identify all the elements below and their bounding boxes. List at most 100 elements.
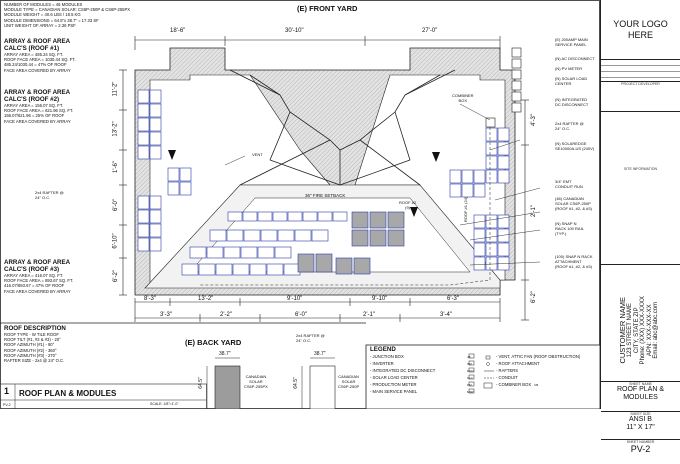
legend-text: - PRODUCTION METER: [370, 382, 417, 387]
callout-pv-meter: (N) PV METER: [555, 66, 583, 71]
solar-module: [283, 263, 301, 276]
note-line: 485.24/1030.44 = 47% OF ROOF: [4, 62, 67, 68]
note-line: ROOF FACE AREA = 1030.44 SQ. FT.: [4, 57, 76, 63]
solar-module: [179, 167, 192, 182]
note-line: ROOF AZIMUTH (#2) - 360°: [4, 347, 57, 353]
callout-line: (24): [463, 196, 469, 204]
note-line: MODULE TYPE = CANADIAN SOLAR: CS6P-250P …: [4, 7, 131, 13]
solar-module: [297, 253, 315, 273]
rafter-note-line: 2x4 RAFTER @: [555, 121, 584, 126]
customer-box: CUSTOMER NAME 123 STREET NAME CITY, STAT…: [601, 265, 680, 382]
view-scale: SCALE: 1/8"=1'-0": [150, 402, 179, 406]
solar-module: [167, 167, 180, 182]
callout-line: (ROOF #1, #2, & #3): [555, 263, 592, 269]
view-title: ROOF PLAN & MODULES: [19, 389, 117, 398]
callout-line: BOX: [458, 97, 467, 103]
callout-line: CENTER: [555, 80, 572, 86]
dimension-label: 6'-0": [112, 199, 119, 211]
solar-module: [497, 155, 510, 170]
module-a-name: CANADIAN SOLAR CS6P-255PX: [244, 374, 268, 390]
solar-module: [137, 237, 150, 252]
solar-module: [149, 89, 162, 104]
note-line: UNIT WEIGHT OF ARRAY = 2.36 PSF: [4, 22, 76, 28]
solar-module: [226, 229, 244, 242]
module-b-width: 38.7": [314, 351, 326, 357]
ridge-lines: [229, 69, 456, 186]
dimension-label: 11'-2": [112, 81, 119, 97]
logo-box: YOUR LOGO HERE: [601, 0, 680, 60]
dimension-label: 1'-6": [112, 161, 119, 173]
front-yard-title: (E) FRONT YARD: [297, 4, 358, 13]
solar-module: [198, 263, 216, 276]
inverter-icon: [511, 102, 522, 113]
callout-line: (100) SNAP N RACK: [555, 254, 593, 259]
rafter-note-line: 2x4 RAFTER @: [296, 333, 325, 338]
solar-module: [473, 214, 486, 229]
solar-module: [497, 141, 510, 156]
back-yard-title: (E) BACK YARD: [185, 338, 242, 347]
conduit-run: [200, 127, 491, 286]
fire-setback-label: 36" FIRE SETBACK: [305, 193, 346, 198]
sheet-number-box: SHEET NUMBER PV-2: [601, 440, 680, 464]
sheet-strip: [0, 383, 207, 409]
solar-module: [257, 246, 275, 259]
bottom-dimension-lines: [134, 298, 501, 322]
solar-module: [149, 209, 162, 224]
solar-module: [167, 181, 180, 196]
solar-module: [260, 229, 278, 242]
callout-line: SE10000A-US (240V): [555, 145, 595, 151]
ac-disconnect-icon: [511, 58, 522, 69]
note-line: FACE AREA COVERED BY ARRAY: [4, 67, 71, 73]
callout-line: 3/4" EMT: [555, 179, 572, 184]
legend-code: JB: [467, 354, 471, 359]
sheet-size-box: SHEET SIZE ANSI B 11" X 17": [601, 412, 680, 440]
solar-module: [137, 117, 150, 132]
solar-module: [473, 169, 486, 184]
legend-text: - CONDUIT: [496, 375, 518, 380]
solar-module: [302, 211, 318, 222]
solar-module: [485, 228, 498, 243]
legend-text: - SOLAR LOAD CENTER: [370, 375, 418, 380]
vent-icon: [410, 207, 418, 217]
legend-text: - VENT, ATTIC FAN (ROOF OBSTRUCTION): [496, 354, 581, 359]
note-line: NUMBER OF MODULES = 46 MODULES: [4, 2, 83, 7]
solar-module: [317, 211, 333, 222]
solar-module: [294, 229, 312, 242]
note-line: ROOF AZIMUTH (#3) - 270°: [4, 352, 57, 358]
solar-module: [223, 246, 241, 259]
dimension-label: 13'-2": [198, 296, 214, 302]
module-notes: NUMBER OF MODULES = 46 MODULES MODULE TY…: [4, 2, 130, 28]
view-sheet-ref: PV-2: [3, 403, 11, 407]
title-block: YOUR LOGO HERE PROJECT DEVELOPER SITE IN…: [600, 0, 680, 454]
solar-module: [149, 117, 162, 132]
roof-3-calcs: ARRAY & ROOF AREA CALC'S (ROOF #3) ARRAY…: [4, 259, 73, 294]
module-detail-b: [301, 357, 336, 409]
solar-module: [249, 263, 267, 276]
callout-line: (46) CANADIAN: [555, 196, 584, 201]
callout-rail: (N) SNAP N RACK 100 RAIL (TYP.): [555, 221, 584, 237]
dimension-label: 6'-3": [447, 296, 459, 302]
logo-text: HERE: [627, 29, 653, 40]
legend-code: CB: [534, 382, 539, 387]
solar-module: [387, 229, 405, 247]
logo-text: YOUR LOGO: [613, 18, 668, 29]
roof-description: ROOF DESCRIPTION ROOF TYPE - W TILE ROOF…: [4, 325, 66, 363]
vent-label: VENT: [252, 152, 263, 157]
solar-module: [257, 211, 273, 222]
dimension-label: 9'-10": [372, 296, 388, 302]
callout-line: DC DISCONNECT: [555, 101, 589, 107]
dimension-label: 18'-6": [170, 28, 186, 34]
solar-module: [137, 195, 150, 210]
roof-description-heading: ROOF DESCRIPTION: [4, 325, 66, 332]
module-name-line: SOLAR: [249, 378, 263, 384]
solar-module: [215, 263, 233, 276]
callout-line: RACK 100 RAIL: [555, 225, 584, 231]
solar-module: [473, 256, 486, 271]
note-line: ARRAY AREA = 416.07 SQ. FT.: [4, 273, 64, 278]
note-line: ROOF TILT (#1, #2 & #3) - 20°: [4, 337, 61, 343]
module-a-height: 64.5": [197, 377, 204, 389]
roof-calc-heading: ARRAY & ROOF AREA: [4, 259, 71, 266]
dimension-label: 4'-3": [530, 114, 537, 126]
rafter-note-line: 24" O.C.: [555, 125, 571, 131]
